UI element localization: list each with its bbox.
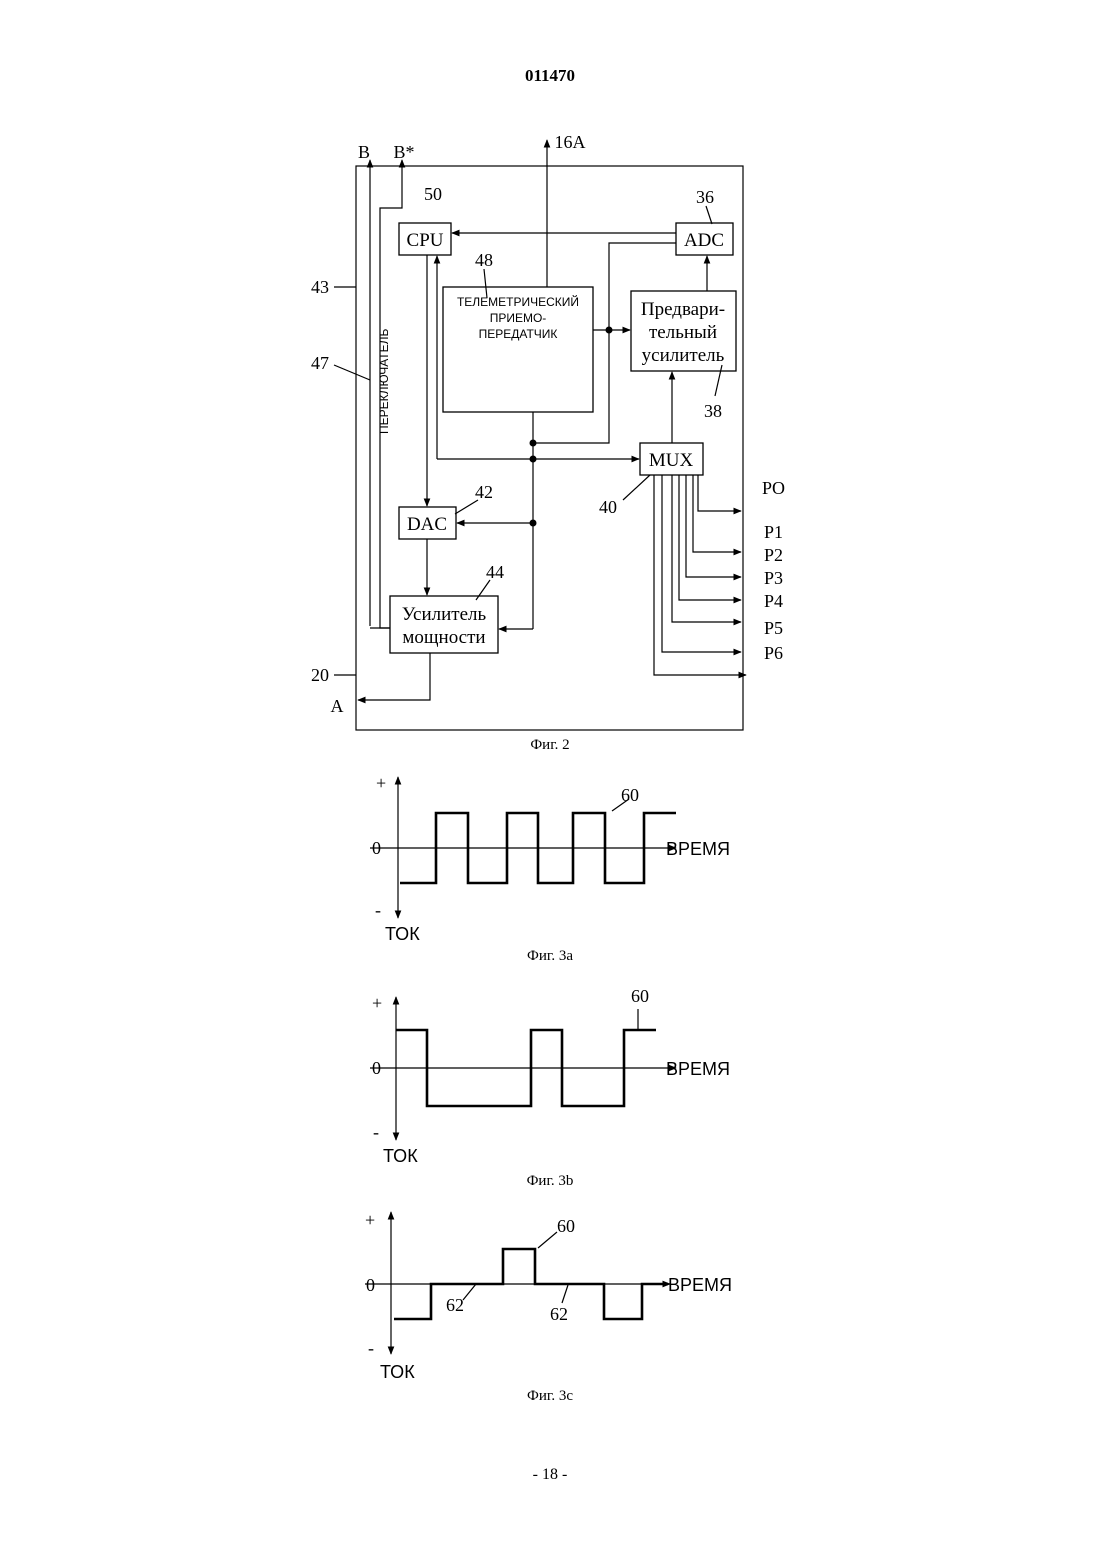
fig2-block-diagram: CPU ADC MUX DAC ТЕЛЕМЕТРИЧЕСКИЙ ПРИЕМО- …: [311, 132, 785, 753]
cpu-label: CPU: [407, 230, 444, 251]
fig3c-ref-62b: 62: [550, 1304, 568, 1324]
fig3b-waveform: + 0 - 60 ВРЕМЯ ТОК Фиг. 3b: [370, 986, 730, 1189]
fig3c-leader-60: [538, 1232, 557, 1248]
fig3b-y-label: ТОК: [383, 1146, 418, 1166]
switch-label: ПЕРЕКЛЮЧАТЕЛЬ: [377, 329, 391, 435]
leader-42: [455, 500, 478, 514]
poweramp-label-line2: мощности: [402, 627, 485, 648]
ref-50: 50: [424, 184, 442, 204]
terminal-b: B: [358, 142, 370, 162]
leader-36: [706, 206, 712, 224]
poweramp-label-line1: Усилитель: [402, 604, 487, 625]
ref-44: 44: [486, 562, 504, 582]
mux-out-p1: [698, 475, 741, 511]
fig3c-zero: 0: [366, 1275, 375, 1295]
fig3a-minus: -: [375, 900, 381, 920]
fig3c-ref-60: 60: [557, 1216, 575, 1236]
fig3a-ref-60: 60: [621, 785, 639, 805]
fig3c-plus: +: [365, 1210, 375, 1230]
fig3b-zero: 0: [372, 1058, 381, 1078]
mux-out-p3: [686, 475, 741, 577]
preamp-label-line2: тельный: [649, 322, 717, 343]
mux-label: MUX: [649, 450, 694, 471]
junction-dot: [530, 456, 537, 463]
fig3a-caption: Фиг. 3а: [527, 948, 573, 964]
junction-dot: [530, 440, 537, 447]
leader-40: [623, 475, 650, 500]
fig3a-plus: +: [376, 773, 386, 793]
fig3c-waveform: + 0 - 60 62 62 ВРЕМЯ ТОК Фиг. 3с: [365, 1210, 732, 1404]
page-number: - 18 -: [0, 1466, 1100, 1484]
output-p3: P3: [764, 568, 783, 588]
output-po: PO: [762, 478, 785, 498]
fig3c-x-label: ВРЕМЯ: [668, 1275, 732, 1295]
transceiver-label-line1: ТЕЛЕМЕТРИЧЕСКИЙ: [457, 294, 579, 309]
fig3b-ref-60: 60: [631, 986, 649, 1006]
ref-40: 40: [599, 497, 617, 517]
fig3c-minus: -: [368, 1338, 374, 1358]
ref-47: 47: [311, 353, 329, 373]
fig3b-caption: Фиг. 3b: [527, 1173, 574, 1189]
mux-out-p2: [693, 475, 741, 552]
transceiver-label-line3: ПЕРЕДАТЧИК: [479, 327, 558, 341]
output-p1: P1: [764, 522, 783, 542]
output-p6: P6: [764, 643, 783, 663]
fig3c-ref-62a: 62: [446, 1295, 464, 1315]
mux-out-p4: [679, 475, 741, 600]
fig3b-x-label: ВРЕМЯ: [666, 1059, 730, 1079]
ref-42: 42: [475, 482, 493, 502]
dac-label: DAC: [407, 514, 447, 535]
fig3c-leader-62a: [463, 1284, 476, 1300]
fig3c-leader-62b: [562, 1285, 568, 1303]
transceiver-label-line2: ПРИЕМО-: [490, 311, 547, 325]
mux-out-extra: [654, 475, 746, 675]
fig3a-zero: 0: [372, 838, 381, 858]
poweramp-to-a: [358, 653, 430, 700]
terminal-a: A: [331, 696, 344, 716]
fig3b-plus: +: [372, 993, 382, 1013]
ref-20: 20: [311, 665, 329, 685]
mux-out-p6: [662, 475, 741, 652]
output-p5: P5: [764, 618, 783, 638]
adc-label: ADC: [684, 230, 724, 251]
fig2-caption: Фиг. 2: [530, 737, 569, 753]
ref-16a: 16А: [555, 132, 586, 152]
ref-48: 48: [475, 250, 493, 270]
fig3a-x-label: ВРЕМЯ: [666, 839, 730, 859]
leader-47: [334, 365, 370, 380]
fig3c-y-label: ТОК: [380, 1362, 415, 1382]
fig3b-minus: -: [373, 1122, 379, 1142]
fig3a-waveform: + 0 - 60 ВРЕМЯ ТОК Фиг. 3а: [370, 773, 730, 964]
ref-43: 43: [311, 277, 329, 297]
fig3a-y-label: ТОК: [385, 924, 420, 944]
terminal-b-star: B*: [393, 142, 414, 162]
ref-36: 36: [696, 187, 714, 207]
preamp-label-line1: Предвари-: [641, 299, 725, 320]
output-p4: P4: [764, 591, 783, 611]
output-p2: P2: [764, 545, 783, 565]
preamp-label-line3: усилитель: [642, 345, 725, 366]
fig3c-caption: Фиг. 3с: [527, 1388, 573, 1404]
ref-38: 38: [704, 401, 722, 421]
